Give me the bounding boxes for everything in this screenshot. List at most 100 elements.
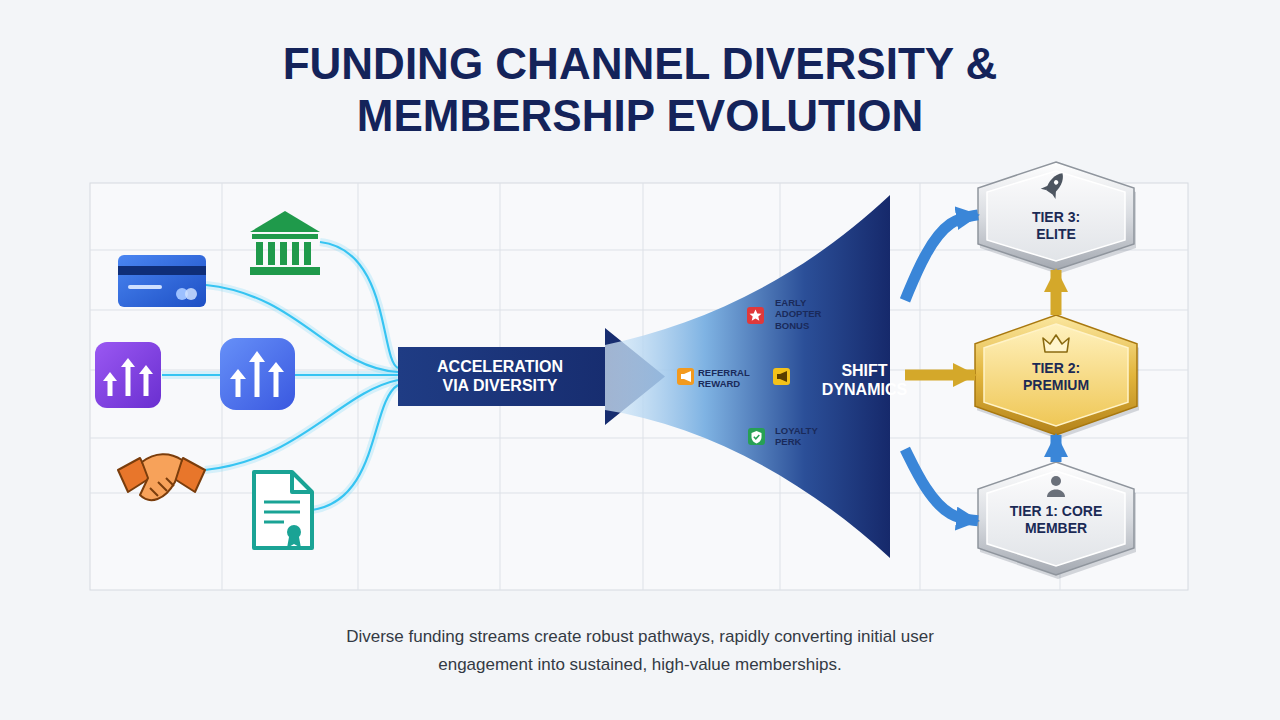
crown-icon [1043, 335, 1069, 352]
growth-icon [121, 358, 135, 367]
flow-arrow [905, 370, 975, 381]
hexagon-face [987, 171, 1125, 261]
megaphone-badge [773, 368, 790, 385]
hexagon-face [984, 324, 1128, 426]
funding-wires [295, 374, 398, 376]
growth-app-icon [220, 338, 295, 410]
document-icon [264, 502, 300, 522]
document-icon [287, 537, 301, 548]
perk-label: EARLY ADOPTER BONUS [775, 297, 833, 331]
diagram-caption: Diverse funding streams create robust pa… [300, 623, 980, 679]
flow-arrow [1051, 435, 1062, 462]
person-icon [1051, 476, 1061, 486]
star-badge [747, 307, 764, 324]
growth-icon [103, 372, 117, 381]
star-badge [747, 307, 764, 324]
shield-badge [748, 428, 765, 445]
rocket-icon [1041, 182, 1060, 199]
hexagon-face [987, 471, 1125, 566]
flow-arrow [905, 215, 978, 300]
growth-app-icon [230, 351, 284, 397]
text-box: ACCELERATION VIA DIVERSITY [430, 347, 570, 405]
glow-wires [312, 385, 398, 510]
growth-app-icon [268, 362, 284, 372]
shield-badge [748, 428, 765, 445]
funding-wires [312, 385, 398, 510]
shield-badge [752, 431, 762, 444]
growth-icon [95, 342, 161, 408]
hexagon-frame [975, 315, 1137, 435]
bank-icon [256, 242, 263, 265]
grid-lines [90, 438, 1188, 439]
glow-wires [162, 371, 220, 379]
node-label: SHIFT DYNAMICS [817, 361, 912, 399]
document-icon [287, 525, 301, 539]
growth-app-icon [220, 338, 295, 410]
growth-app-icon [255, 361, 260, 397]
handshake-icon [150, 478, 174, 496]
bank-icon [268, 242, 275, 265]
text-box: SHIFT DYNAMICS [817, 355, 912, 405]
person-icon [1047, 476, 1065, 497]
flow-arrow [905, 449, 978, 521]
rocket-icon [1053, 179, 1059, 185]
megaphone-badge [777, 371, 787, 382]
grid-lines [920, 183, 921, 590]
document-icon [254, 472, 312, 548]
megaphone-badge [681, 371, 691, 382]
credit-card-icon [118, 255, 206, 307]
handshake-icon [140, 454, 182, 500]
glow-wires [320, 242, 398, 368]
bank-icon [250, 211, 320, 232]
star-badge [750, 310, 762, 321]
growth-app-icon [230, 369, 246, 379]
growth-icon [103, 358, 153, 396]
growth-app-icon [236, 378, 241, 397]
growth-icon [139, 365, 153, 374]
node-label: TIER 3: ELITE [1011, 209, 1101, 243]
bank-icon [292, 242, 299, 265]
credit-card-icon [118, 255, 206, 307]
diagram-title: FUNDING CHANNEL DIVERSITY & MEMBERSHIP E… [240, 38, 1040, 142]
growth-icon [144, 373, 149, 396]
document-icon [292, 472, 312, 492]
rocket-icon [1041, 168, 1070, 199]
grid-lines [90, 310, 1188, 311]
crown-icon [1043, 335, 1069, 352]
hexagon-frame [978, 462, 1134, 575]
bank-icon [250, 267, 320, 275]
funding-wires [320, 242, 398, 368]
tier-hexagon: TIER 3: ELITE [978, 162, 1134, 270]
text-box: TIER 1: CORE MEMBER [1006, 500, 1106, 540]
credit-card-icon [118, 266, 206, 275]
perk-label: REFERRAL REWARD [698, 367, 756, 390]
bank-icon [252, 234, 318, 239]
growth-icon [126, 366, 131, 396]
flow-arrow [1051, 270, 1062, 315]
growth-app-icon [274, 371, 279, 397]
growth-icon [108, 380, 113, 396]
document-icon [264, 511, 300, 514]
perk-label: LOYALTY PERK [775, 425, 833, 448]
handshake-icon [118, 454, 205, 500]
document-icon [254, 472, 312, 548]
bank-icon [280, 242, 287, 265]
bank-icon [304, 242, 311, 265]
document-icon [264, 521, 284, 524]
credit-card-icon [128, 285, 162, 289]
hexagon-frame [978, 162, 1134, 270]
rocket-icon [1045, 170, 1067, 195]
node-label: TIER 1: CORE MEMBER [1006, 503, 1106, 537]
bank-icon [250, 211, 320, 275]
document-icon [264, 501, 300, 504]
funding-wires [162, 374, 220, 376]
grid-lines [358, 183, 359, 590]
tier-hexagon: TIER 1: CORE MEMBER [978, 462, 1134, 575]
text-box: TIER 2: PREMIUM [1011, 357, 1101, 397]
megaphone-badge [677, 368, 694, 385]
tier-hexagon: TIER 2: PREMIUM [975, 315, 1137, 435]
growth-app-icon [249, 351, 265, 362]
